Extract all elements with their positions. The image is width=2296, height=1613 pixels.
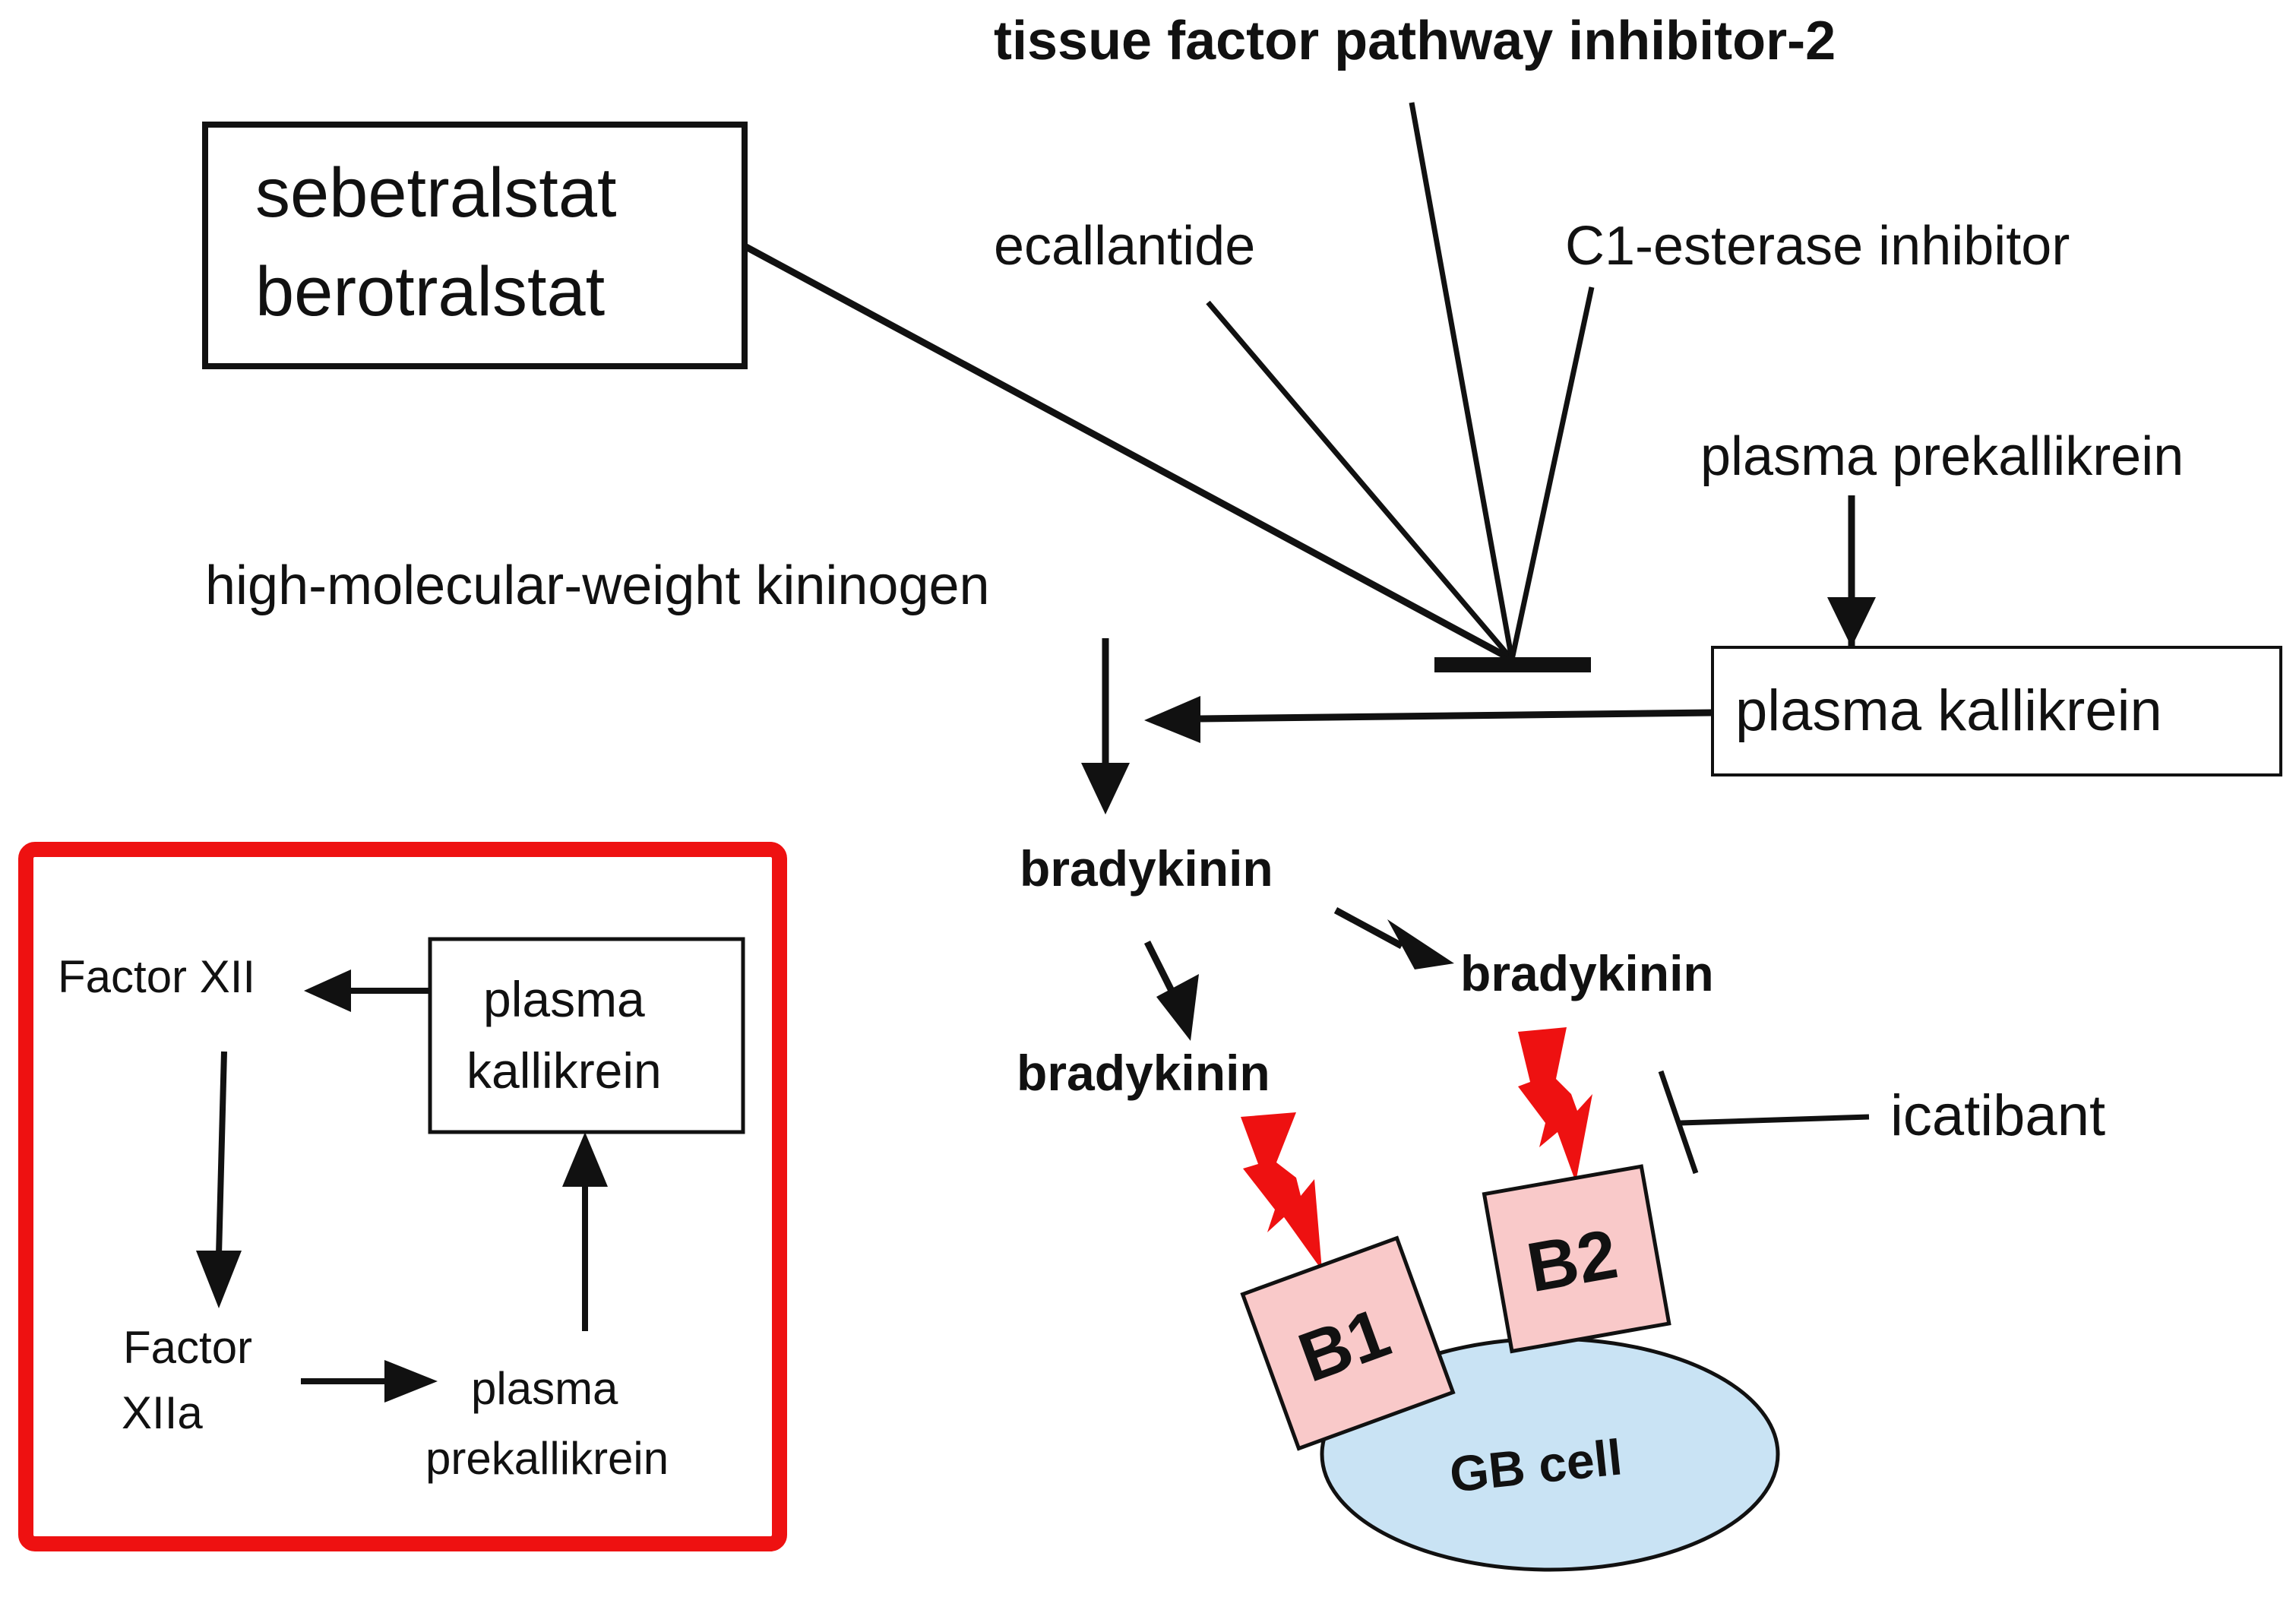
b1-receptor-box (1240, 1235, 1456, 1451)
factor-xiia-label-line2: XIIa (122, 1387, 203, 1438)
plasma-kallikrein-label: plasma kallikrein (1735, 678, 2162, 743)
icatibant-label: icatibant (1890, 1083, 2105, 1148)
arrowhead-prekallikrein-inset (384, 1360, 438, 1403)
arrowhead-kallikrein-inset (562, 1132, 608, 1187)
b2-receptor: B2 (1482, 1164, 1671, 1354)
inset-kallikrein-label-line1: plasma (483, 971, 645, 1027)
bradykinin-main-label: bradykinin (1020, 840, 1273, 897)
arrowhead-factor-xiia (196, 1251, 242, 1308)
arrow-factor-xii-to-xiia (216, 1051, 227, 1256)
icatibant-line (1680, 1114, 1870, 1126)
inset-prekallikrein-label-line2: prekallikrein (425, 1433, 669, 1484)
inset-prekallikrein-label-line1: plasma (471, 1363, 618, 1414)
arrow-kallikrein-to-kininogen (1200, 709, 1713, 723)
factor-xii-label: Factor XII (58, 951, 255, 1002)
berotralstat-label: berotralstat (255, 253, 605, 331)
arrowhead-kininogen (1081, 763, 1130, 814)
inset-kallikrein-box (428, 937, 745, 1134)
b2-receptor-label: B2 (1522, 1215, 1624, 1307)
arrowhead-b2-branch (1387, 919, 1454, 969)
hmw-kininogen-label: high-molecular-weight kininogen (205, 555, 990, 616)
icatibant-bar (1658, 1070, 1699, 1175)
inhibition-line-tfpi2 (1409, 102, 1515, 660)
b2-receptor-box (1482, 1164, 1671, 1354)
inset-kallikrein-label-line2: kallikrein (466, 1042, 662, 1099)
ecallantide-label: ecallantide (994, 216, 1255, 277)
plasma-prekallikrein-label: plasma prekallikrein (1700, 426, 2184, 487)
drug-box (202, 122, 748, 369)
b1-receptor: B1 (1240, 1235, 1456, 1451)
plasma-kallikrein-box (1711, 646, 2282, 776)
sebetralstat-label: sebetralstat (255, 154, 617, 232)
bradykinin-b2-label: bradykinin (1460, 945, 1714, 1001)
inhibition-line-c1-inhibitor (1509, 286, 1595, 660)
lightning-bolt-b2 (1518, 1027, 1592, 1182)
arrowhead-kallikrein (1144, 696, 1200, 743)
arrowhead-prekallikrein (1827, 597, 1876, 647)
tfpi2-label: tissue factor pathway inhibitor-2 (994, 11, 1836, 71)
factor-xiia-label-line1: Factor (123, 1322, 252, 1373)
arrowhead-b1-branch (1156, 974, 1199, 1041)
c1-esterase-inhibitor-label: C1-esterase inhibitor (1565, 216, 2070, 277)
arrowhead-factor-xii (304, 969, 351, 1012)
inhibition-line-drugs (744, 244, 1514, 663)
arrow-bradykinin-to-b1-branch (1143, 940, 1178, 998)
bradykinin-b1-label: bradykinin (1017, 1045, 1270, 1101)
arrow-bradykinin-to-b2-branch (1333, 907, 1404, 949)
inhibition-line-ecallantide (1206, 300, 1514, 662)
lightning-bolt-b1 (1241, 1112, 1322, 1270)
